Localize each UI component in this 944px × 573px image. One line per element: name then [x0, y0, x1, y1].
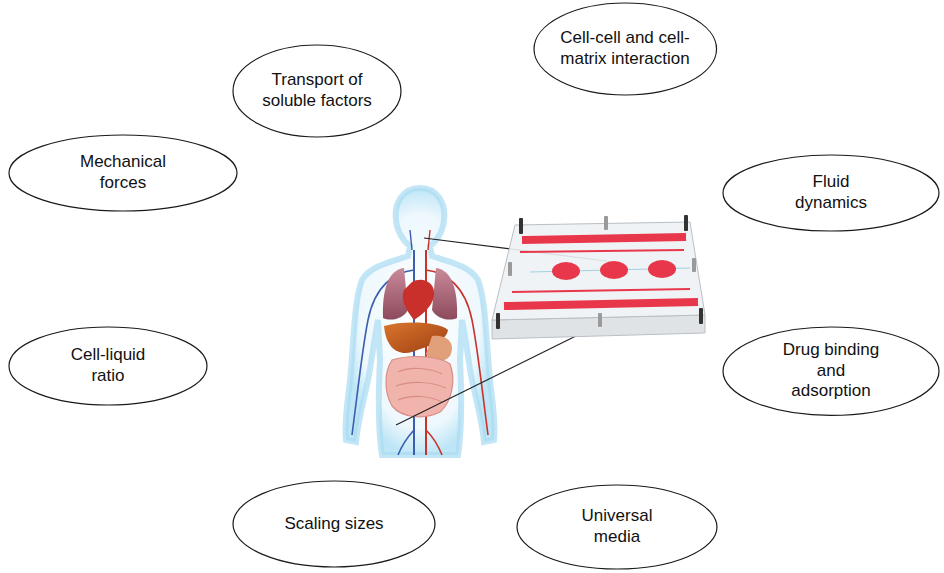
ellipse-node: Mechanical forces	[8, 134, 238, 212]
leader-line	[396, 330, 588, 425]
node-label: Transport of soluble factors	[258, 70, 376, 111]
ellipse-shape	[517, 485, 717, 569]
ellipse-shape	[233, 45, 401, 137]
node-label: Mechanical forces	[68, 152, 178, 193]
node-label: Cell-cell and cell-matrix interaction	[560, 28, 690, 69]
ellipse-node: Fluid dynamics	[722, 154, 940, 232]
ellipse-node: Universal media	[516, 484, 718, 570]
ellipse-node: Cell-liquid ratio	[8, 326, 208, 406]
ellipse-shape	[723, 327, 939, 415]
ellipse-shape	[233, 481, 435, 567]
ellipse-shape	[723, 155, 939, 231]
human-body	[345, 188, 494, 455]
ellipse-node: Drug binding and adsorption	[722, 326, 940, 416]
ellipse-shape	[9, 327, 207, 405]
ellipse-shape	[9, 135, 237, 211]
node-label: Cell-liquid ratio	[58, 345, 158, 386]
node-label: Scaling sizes	[284, 514, 383, 535]
node-label: Universal media	[562, 506, 672, 547]
ellipse-node: Transport of soluble factors	[232, 44, 402, 138]
ellipse-node: Scaling sizes	[232, 480, 436, 568]
organ-chip	[492, 215, 705, 339]
node-label: Drug binding and adsorption	[775, 340, 887, 402]
node-label: Fluid dynamics	[781, 172, 881, 213]
ellipse-node: Cell-cell and cell-matrix interaction	[533, 2, 718, 96]
ellipse-shape	[534, 3, 717, 95]
